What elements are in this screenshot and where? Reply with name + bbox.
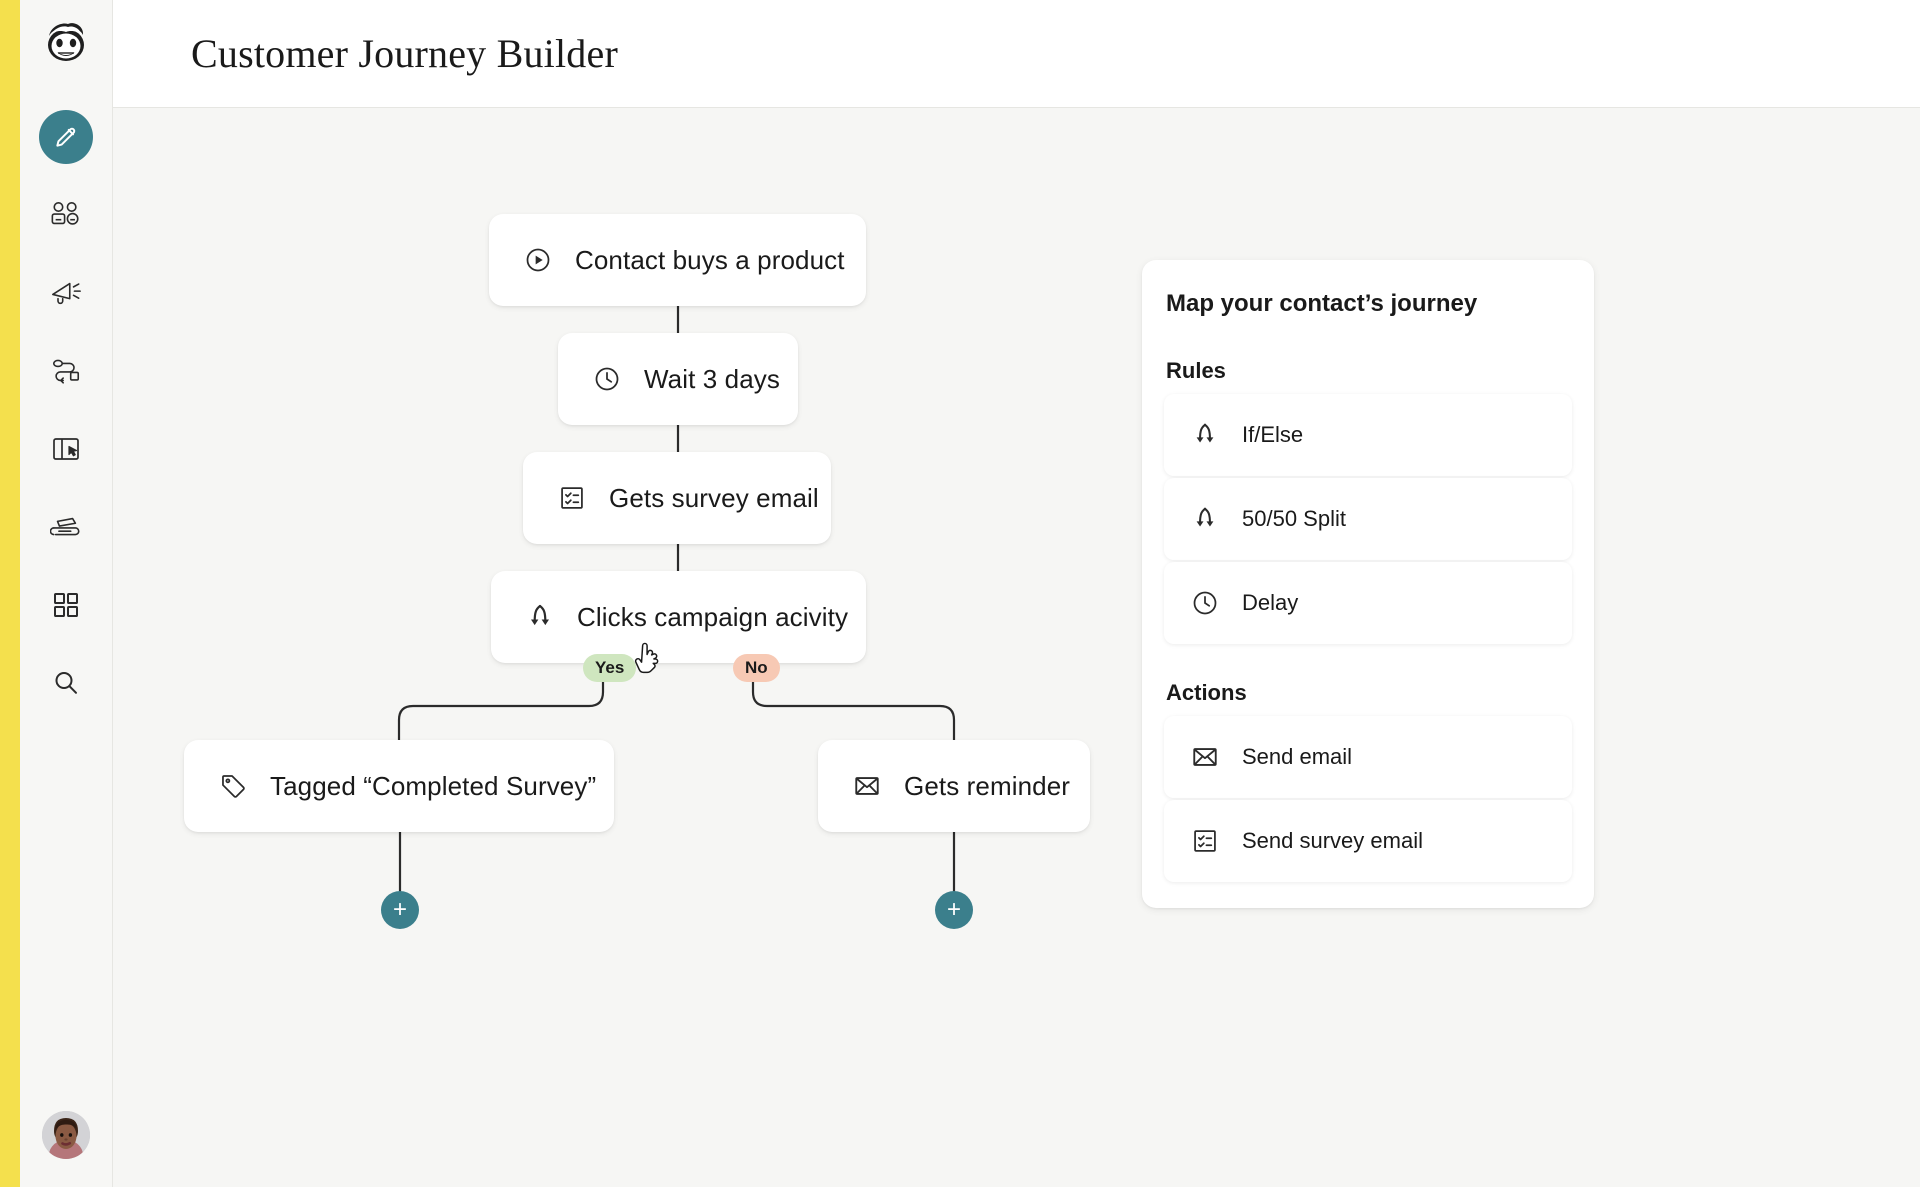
flow-connectors xyxy=(397,304,956,893)
brand-accent-strip xyxy=(0,0,20,1187)
journey-steps-panel: Map your contact’s journey Rules If/Else xyxy=(1142,260,1594,908)
sidebar-item-search[interactable] xyxy=(39,656,93,710)
sidebar-item-website[interactable] xyxy=(39,422,93,476)
panel-section-heading: Rules xyxy=(1166,358,1226,383)
panel-section-rules: Rules If/Else xyxy=(1164,358,1572,644)
panel-section-heading: Actions xyxy=(1166,680,1247,705)
envelope-icon xyxy=(852,771,882,801)
mailchimp-monkey-logo[interactable] xyxy=(37,12,95,70)
panel-item-split[interactable]: 50/50 Split xyxy=(1164,478,1572,560)
flow-node-trigger[interactable]: Contact buys a product xyxy=(489,214,866,306)
flow-node-wait[interactable]: Wait 3 days xyxy=(558,333,798,425)
sidebar-item-automations[interactable] xyxy=(39,344,93,398)
panel-item-label: Delay xyxy=(1242,590,1299,615)
page-title: Customer Journey Builder xyxy=(191,31,618,76)
clock-icon xyxy=(1190,588,1220,618)
flow-node-reminder[interactable]: Gets reminder xyxy=(818,740,1090,832)
sidebar-item-campaigns[interactable] xyxy=(39,266,93,320)
add-step-button-left[interactable]: + xyxy=(381,891,419,929)
panel-item-send-survey-email[interactable]: Send survey email xyxy=(1164,800,1572,882)
envelope-icon xyxy=(1190,742,1220,772)
app-header: Customer Journey Builder xyxy=(113,0,1920,108)
panel-item-if-else[interactable]: If/Else xyxy=(1164,394,1572,476)
user-avatar[interactable] xyxy=(42,1111,90,1159)
survey-icon xyxy=(557,483,587,513)
flow-node-branch[interactable]: Clicks campaign acivity xyxy=(491,571,866,663)
branch-badge-yes[interactable]: Yes xyxy=(583,654,637,682)
panel-item-label: Send survey email xyxy=(1242,828,1423,853)
panel-item-label: Send email xyxy=(1242,744,1353,769)
play-circle-icon xyxy=(523,245,553,275)
flow-node-label: Contact buys a product xyxy=(575,244,845,275)
panel-item-send-email[interactable]: Send email xyxy=(1164,716,1572,798)
branch-badge-no[interactable]: No xyxy=(733,654,780,682)
branch-icon xyxy=(1190,504,1220,534)
panel-item-label: 50/50 Split xyxy=(1242,506,1346,531)
flow-node-label: Gets survey email xyxy=(609,482,819,513)
branch-icon xyxy=(1190,420,1220,450)
panel-item-label: If/Else xyxy=(1242,422,1304,447)
journey-canvas[interactable]: Contact buys a product Wait 3 days xyxy=(113,108,1920,1187)
left-sidebar xyxy=(20,0,113,1187)
flow-node-label: Clicks campaign acivity xyxy=(577,601,849,632)
flow-node-label: Wait 3 days xyxy=(644,363,780,394)
tag-icon xyxy=(218,771,248,801)
flow-node-tagged[interactable]: Tagged “Completed Survey” xyxy=(184,740,614,832)
flow-node-label: Gets reminder xyxy=(904,770,1071,801)
flow-node-label: Tagged “Completed Survey” xyxy=(270,770,597,801)
branch-icon xyxy=(525,602,555,632)
add-step-button-right[interactable]: + xyxy=(935,891,973,929)
panel-title: Map your contact’s journey xyxy=(1166,290,1478,317)
flow-node-survey-email[interactable]: Gets survey email xyxy=(523,452,831,544)
survey-icon xyxy=(1190,826,1220,856)
sidebar-item-audience[interactable] xyxy=(39,188,93,242)
sidebar-item-create[interactable] xyxy=(39,110,93,164)
sidebar-item-integrations[interactable] xyxy=(39,578,93,632)
clock-icon xyxy=(592,364,622,394)
sidebar-item-content[interactable] xyxy=(39,500,93,554)
panel-section-actions: Actions Send email xyxy=(1164,680,1572,882)
panel-item-delay[interactable]: Delay xyxy=(1164,562,1572,644)
sidebar-nav-list xyxy=(39,110,93,710)
